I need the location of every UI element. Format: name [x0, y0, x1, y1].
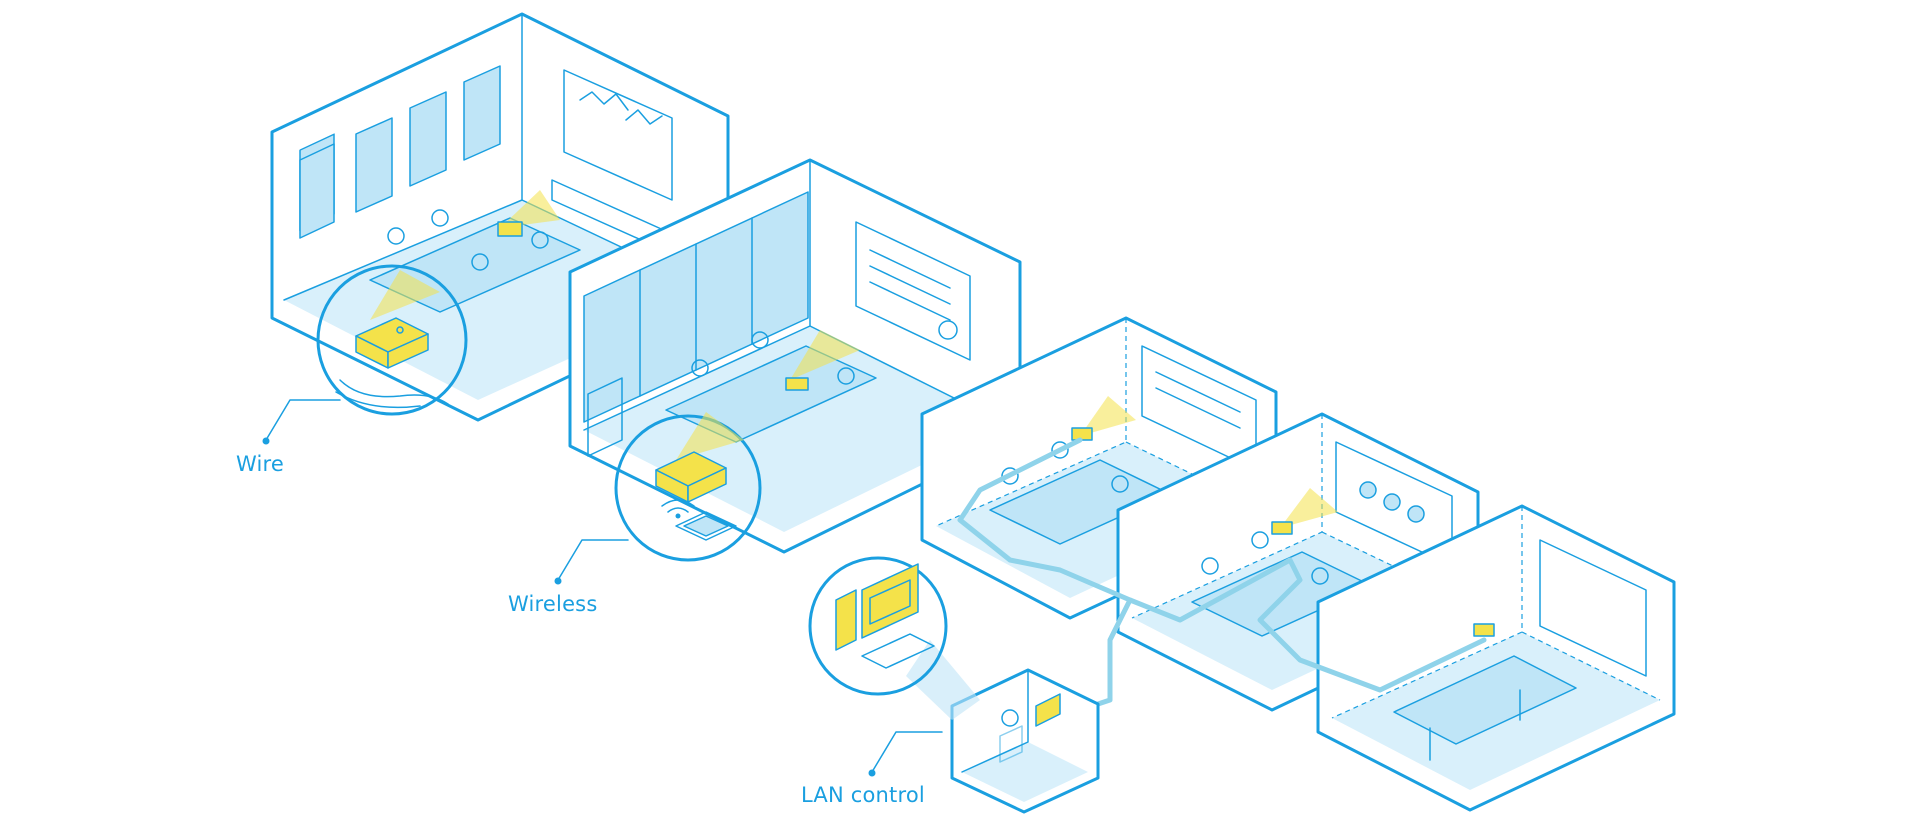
room-lan-control: [950, 668, 1100, 814]
wireless-zoom-circle: [614, 412, 762, 562]
tablet-icon: [675, 511, 737, 541]
lan-zoom-circle: [808, 556, 980, 720]
wire-zoom-circle: [316, 264, 468, 416]
callout-lan-control: [868, 731, 943, 777]
callout-wireless: [554, 539, 629, 585]
desktop-computer-icon: [835, 563, 935, 669]
wire-label: Wire: [236, 452, 285, 476]
wireless-label: Wireless: [508, 592, 598, 616]
lan-control-label: LAN control: [801, 783, 925, 807]
wifi-icon: [661, 499, 695, 519]
room-conference-3: [1316, 504, 1676, 812]
projector-icon: [396, 326, 404, 334]
lan-cable: [957, 437, 1487, 693]
callout-wire: [262, 399, 341, 445]
